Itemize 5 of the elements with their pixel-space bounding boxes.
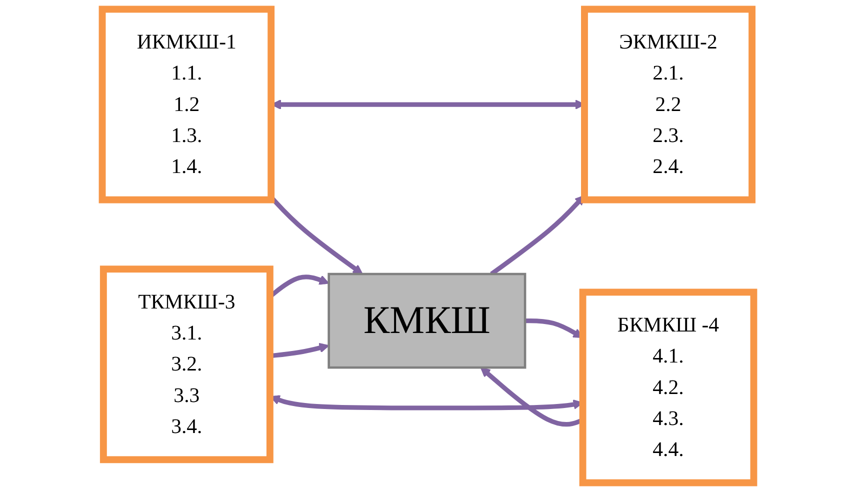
node-box: ЭКМКШ-2 2.1. 2.2 2.3. 2.4. — [581, 6, 756, 204]
node-box: ТКМКШ-3 3.1. 3.2. 3.3 3.4. — [100, 266, 274, 464]
node-box: ИКМКШ-1 1.1. 1.2 1.3. 1.4. — [98, 6, 275, 204]
node-box: БКМКШ -4 4.1. 4.2. 4.3. 4.4. — [579, 288, 758, 486]
node-box: КМКШ — [328, 272, 526, 369]
